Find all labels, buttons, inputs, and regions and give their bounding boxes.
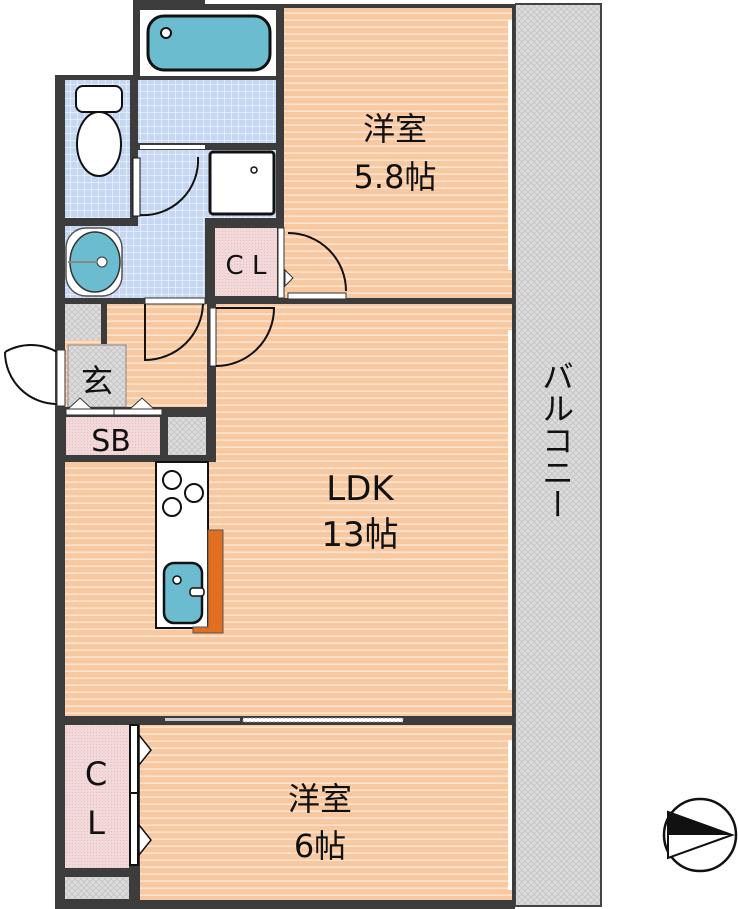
closet-bottom-label-c: C [85, 755, 107, 793]
front-door[interactable] [4, 344, 58, 405]
closet-bottom-label-l: L [87, 804, 105, 842]
room-size-western-1: 5.8帖 [354, 158, 437, 196]
toilet-door[interactable] [138, 156, 200, 217]
washing-machine-icon [208, 150, 276, 216]
bathtub-icon [146, 14, 272, 72]
room-size-western-2: 6帖 [294, 827, 346, 865]
room-name-ldk: LDK [326, 469, 395, 509]
stove-icon [162, 470, 204, 517]
balcony-label: バルコニー [537, 360, 575, 520]
room-name-western-2: 洋室 [288, 780, 352, 818]
shoe-box-label: SB [91, 424, 131, 459]
toilet-icon [75, 85, 123, 177]
western-room-5-8 [284, 8, 512, 298]
sliding-door[interactable] [242, 717, 404, 723]
kitchen-counter [155, 461, 224, 634]
closet-top-label: C L [226, 251, 267, 281]
shoe-box [66, 417, 160, 455]
balcony [514, 3, 602, 907]
ldk-door[interactable] [215, 307, 276, 367]
compass-icon [662, 797, 738, 873]
ldk [216, 304, 512, 716]
room-door[interactable] [287, 232, 347, 292]
entrance [67, 344, 127, 408]
closet-top [215, 228, 277, 296]
sink-icon [65, 227, 123, 297]
entrance-label: 玄 [81, 362, 113, 400]
closet-bottom [65, 725, 129, 868]
western-room-6 [140, 725, 512, 900]
room-name-western-1: 洋室 [363, 110, 427, 148]
room-size-ldk: 13帖 [321, 515, 398, 555]
washroom-door[interactable] [144, 303, 204, 362]
